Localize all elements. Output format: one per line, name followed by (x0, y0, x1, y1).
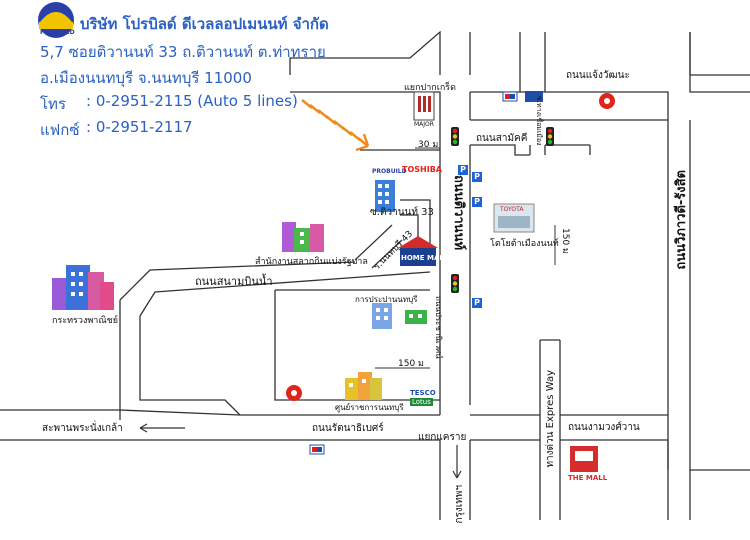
parking-badge: P (472, 197, 482, 207)
place-toshiba: TOSHIBA (402, 165, 442, 174)
probuild-logo (38, 2, 74, 38)
direction-arrow-head (452, 470, 462, 479)
road-chaengwattana: ถนนแจ้งวัฒนะ (566, 70, 630, 81)
road-edge (0, 439, 441, 520)
place-the-mall: THE MALL (568, 474, 608, 482)
toyota-showroom (493, 203, 535, 233)
lottery-building (282, 222, 324, 252)
bank-gear-top (599, 93, 615, 109)
road-edge (274, 290, 440, 401)
place-lotus: Lotus (410, 398, 433, 406)
road-rattanathibet: ถนนรัตนาธิเบศร์ (312, 423, 384, 434)
traffic-light-mid (451, 274, 459, 293)
distance-150m-right: 150 ม (560, 228, 570, 254)
road-edge (290, 91, 441, 112)
road-samakkhi: ถนนสามัคคี (476, 133, 528, 144)
road-edge (470, 91, 669, 120)
road-edge (400, 199, 431, 258)
junction-pakkret: แยกปากเกร็ด (404, 83, 456, 93)
the-mall-logo (570, 446, 598, 472)
direction-phra-nang-klao: สะพานพระนั่งเกล้า (42, 423, 123, 434)
road-tiwanon: ถนนติวานนท์ (451, 175, 466, 251)
commerce-building (52, 265, 114, 310)
home-mart-house (398, 236, 438, 266)
direction-arrow-head (139, 423, 148, 433)
junction-khae-rai: แยกแคราย (418, 432, 467, 443)
place-toyota-dealer: โตโยต้าเมืองนนท์ (490, 239, 559, 249)
place-probuild-tag: PROBUILD (372, 168, 407, 175)
company-name: บริษัท โปรบิลด์ ดีเวลลอปเมนนท์ จำกัด (80, 15, 329, 33)
road-edge (689, 120, 750, 471)
logo-text: PROBUILD (40, 29, 75, 36)
place-tesco: TESCO (410, 389, 436, 397)
locator-arrow (301, 99, 370, 152)
place-water-authority: การประปานนทบุรี (355, 295, 418, 304)
road-edge (354, 224, 393, 261)
phone-label: โทร (40, 95, 67, 113)
parking-badge: P (472, 172, 482, 182)
road-vibhavadi: ถนนวิภาวดี-รังสิต (674, 170, 689, 270)
place-home-mart: HOME MART (401, 254, 450, 262)
road-edge (139, 271, 431, 317)
probuild-building (375, 180, 395, 212)
bank-gear-bottom (286, 385, 302, 401)
fax-value[interactable]: : 0-2951-2117 (86, 118, 193, 136)
parking-badge: P (458, 165, 468, 175)
major-cinema (413, 91, 435, 121)
fax-label: แฟกซ์ (40, 121, 80, 139)
road-ngamwongwan: ถนนงามวงศ์วาน (568, 422, 640, 433)
address-line-1: 5,7 ซอยติวานนท์ 33 ถ.ติวานนท์ ต.ท่าทราย (40, 43, 326, 61)
road-soi33: ซ.ติวานนท์ 33 (370, 207, 434, 218)
road-edge (689, 32, 750, 93)
road-sanambinnam: ถนนสนามบินน้ำ (195, 275, 273, 288)
place-major: MAJOR (414, 121, 434, 128)
distance-30m: 30 ม (418, 140, 439, 150)
road-small-connector: ซ.ทางเชื่อมเมือง (535, 96, 543, 146)
distance-150m-bottom: 150 ม (398, 359, 424, 369)
road-edge (470, 144, 530, 156)
road-edge (139, 316, 241, 416)
water-authority-building (372, 303, 427, 329)
road-edge (119, 261, 356, 301)
road-edge (371, 239, 403, 269)
traffic-light-top (451, 127, 459, 146)
carrefour-top (502, 91, 518, 102)
road-expressway: ทางด่วน Expres Way (545, 370, 556, 468)
place-nonthaburi-center: ศูนย์ราชการนนทบุรี (335, 403, 404, 412)
place-lottery-office: สำนักงานสลากกินแบ่งรัฐบาล (255, 257, 368, 267)
place-commerce-ministry: กระทรวงพาณิชย์ (52, 316, 119, 326)
traffic-light-right (546, 127, 554, 146)
address-line-2: อ.เมืองนนทบุรี จ.นนทบุรี 11000 (40, 69, 252, 87)
bank-blue-top (525, 91, 543, 102)
carrefour-bottom (309, 444, 325, 455)
road-prachaniwet: ถนนประชานิเวศน์ (434, 296, 443, 359)
nonthaburi-center-building (345, 372, 382, 400)
parking-badge: P (472, 298, 482, 308)
road-edge (0, 409, 440, 416)
place-toyota: TOYOTA (500, 206, 524, 213)
direction-bangkok: กรุงเทพฯ (454, 485, 465, 524)
road-edge (289, 30, 441, 75)
phone-value[interactable]: : 0-2951-2115 (Auto 5 lines) (86, 92, 298, 110)
